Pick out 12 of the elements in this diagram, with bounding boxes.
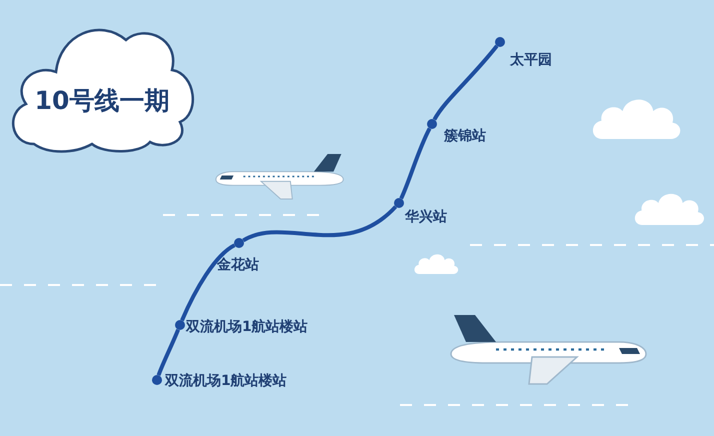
station-name: 双流机场1航站楼站 [165,372,287,391]
station-name: 华兴站 [405,208,447,227]
station-name: 双流机场1航站楼站 [186,318,308,337]
station-name: 金花站 [217,256,259,275]
metro-line [399,128,432,200]
metro-line [432,44,498,121]
metro-line [156,328,180,376]
metro-line [180,244,236,322]
station-name: 太平园 [510,51,552,70]
metro-line [242,205,397,242]
station-name: 簇锦站 [444,127,486,146]
title-text: 10号线一期 [34,85,170,117]
